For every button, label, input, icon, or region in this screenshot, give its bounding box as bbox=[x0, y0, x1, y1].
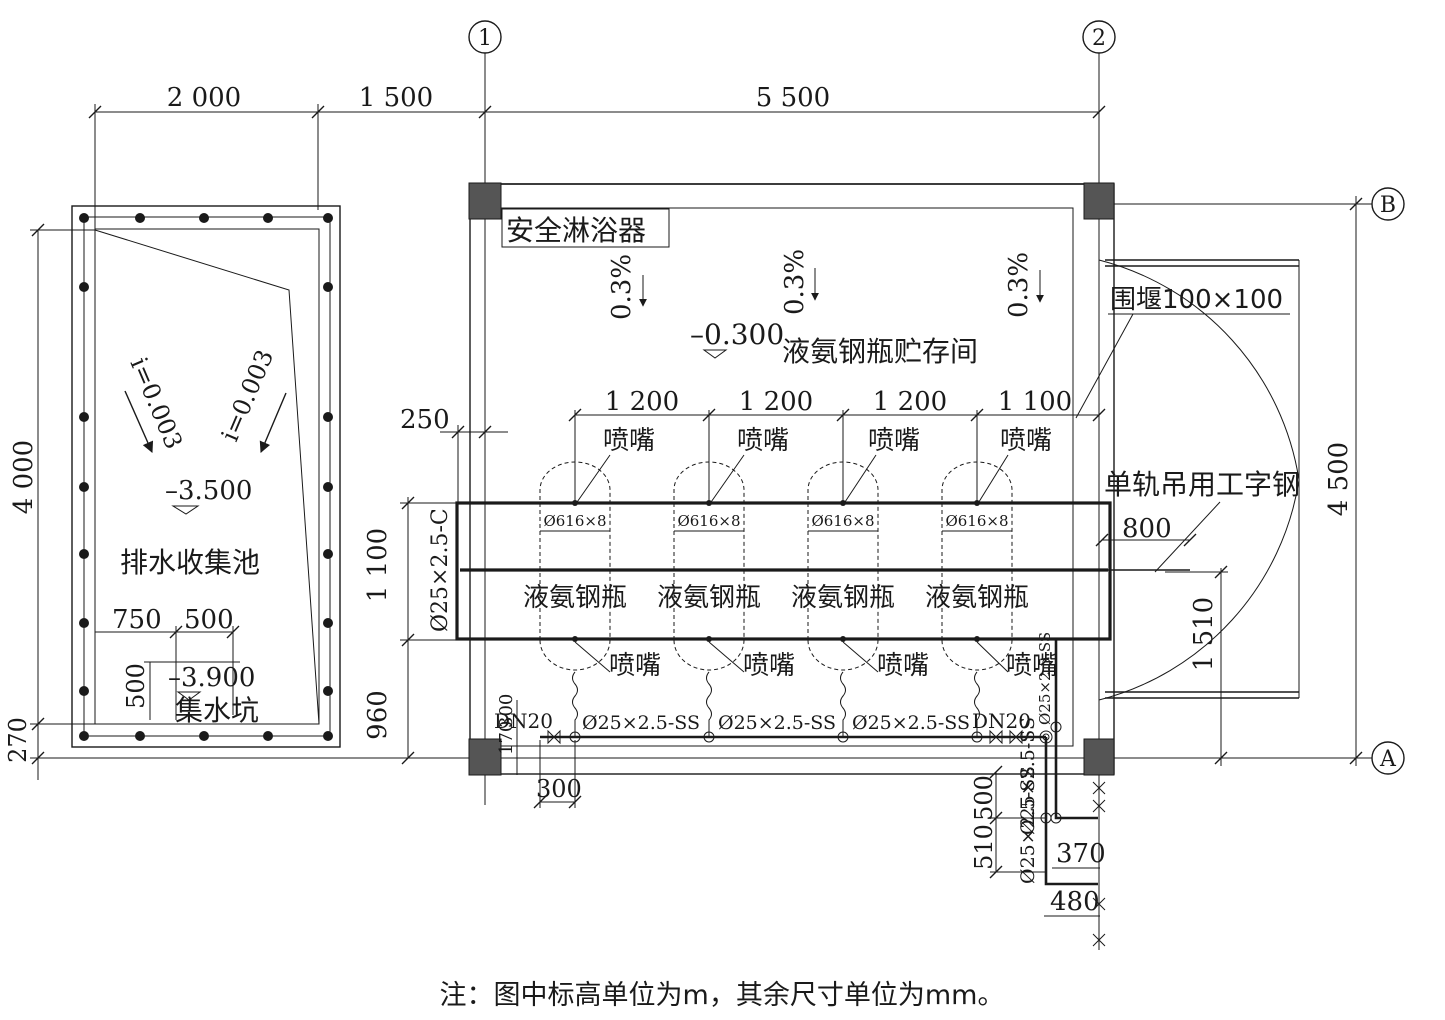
dim-370: 370 bbox=[1056, 839, 1106, 869]
dim-300-h: 300 bbox=[536, 775, 582, 803]
dn20-right: DN20 bbox=[972, 709, 1031, 733]
top-dimension-chain: 2 000 1 500 5 500 bbox=[88, 83, 1106, 230]
svg-text:1: 1 bbox=[478, 26, 492, 51]
pipe-c-label: Ø25×2.5-C bbox=[428, 508, 453, 632]
svg-text:A: A bbox=[1379, 747, 1397, 772]
dim-510: 510 bbox=[970, 824, 998, 870]
axis-B: B bbox=[1085, 187, 1405, 221]
ss-pipe-1: Ø25×2.5-SS bbox=[582, 712, 700, 734]
cyl-size-1: Ø616×8 bbox=[543, 512, 606, 530]
rail-label: 单轨吊用工字钢 bbox=[1104, 468, 1300, 501]
svg-text:B: B bbox=[1380, 193, 1396, 218]
pit-name: 集水坑 bbox=[175, 694, 259, 727]
nozzle-top-4: 喷嘴 bbox=[1000, 426, 1052, 456]
nozzle-bot-3: 喷嘴 bbox=[877, 651, 929, 681]
spacing-1: 1 200 bbox=[605, 387, 679, 417]
right-dimension-chain: 4 500 1 510 bbox=[1165, 196, 1363, 766]
shower-label: 安全淋浴器 bbox=[506, 214, 646, 247]
dim-5500: 5 500 bbox=[756, 83, 830, 113]
pit-width-500: 500 bbox=[184, 605, 234, 635]
svg-text:2: 2 bbox=[1092, 26, 1106, 51]
nozzle-bot-1: 喷嘴 bbox=[609, 651, 661, 681]
drainage-pool: i=0.003 i=0.003 –3.500 排水收集池 750 500 500… bbox=[71, 205, 341, 748]
room-name: 液氨钢瓶贮存间 bbox=[782, 335, 978, 368]
nozzle-bot-4: 喷嘴 bbox=[1006, 651, 1058, 681]
nozzle-labels: 喷嘴 喷嘴 喷嘴 喷嘴 喷嘴 喷嘴 喷嘴 喷嘴 bbox=[574, 426, 1058, 681]
slope-1: 0.3% bbox=[607, 254, 637, 320]
nozzle-top-3: 喷嘴 bbox=[868, 426, 920, 456]
floor-slopes: 0.3% 0.3% 0.3% –0.300 液氨钢瓶贮存间 围堰100×100 bbox=[607, 249, 1290, 419]
axis-2: 2 bbox=[1082, 20, 1116, 800]
nozzle-top-1: 喷嘴 bbox=[603, 426, 655, 456]
dim-960: 960 bbox=[363, 690, 393, 740]
dim-300-v: 300 bbox=[496, 694, 517, 728]
dim-2000: 2 000 bbox=[167, 83, 241, 113]
cylinder-1: 液氨钢瓶 bbox=[523, 583, 627, 613]
pool-name: 排水收集池 bbox=[120, 546, 260, 579]
spacing-250: 250 bbox=[400, 405, 450, 435]
dim-480: 480 bbox=[1050, 887, 1100, 917]
slope-3: 0.3% bbox=[1004, 252, 1034, 318]
supply-pipe: DN20 DN20 Ø25×2.5-SS Ø25×2.5-SS Ø25×2.5-… bbox=[494, 632, 1106, 950]
dim-270: 270 bbox=[4, 717, 32, 763]
ss-pipe-2: Ø25×2.5-SS bbox=[718, 712, 836, 734]
dim-1100: 1 100 bbox=[363, 528, 393, 602]
ss-pipe-v2: Ø25×2.5-SS bbox=[1017, 717, 1039, 835]
dim-170: 170 bbox=[496, 721, 517, 755]
nozzle-spacing: 1 200 1 200 1 200 1 100 250 bbox=[400, 387, 1106, 640]
cylinders: Ø616×8 Ø616×8 Ø616×8 Ø616×8 液氨钢瓶 液氨钢瓶 液氨… bbox=[523, 461, 1029, 671]
cyl-size-3: Ø616×8 bbox=[811, 512, 874, 530]
dim-1510: 1 510 bbox=[1189, 597, 1219, 671]
storage-room: 安全淋浴器 bbox=[468, 182, 1300, 776]
left-dimension-chain: 4 000 270 bbox=[4, 223, 95, 780]
pit-elevation: –3.900 bbox=[168, 663, 255, 693]
room-elevation: –0.300 bbox=[690, 318, 784, 351]
dn20-left: DN20 bbox=[494, 709, 553, 733]
nozzle-top-2: 喷嘴 bbox=[737, 426, 789, 456]
ss-pipe-v3: Ø25×2.5-SS bbox=[1017, 766, 1039, 884]
ss-pipe-v1: Ø25×2.5-SS bbox=[1036, 632, 1054, 725]
spacing-4: 1 100 bbox=[998, 387, 1072, 417]
slope-2: 0.3% bbox=[780, 249, 810, 315]
cylinder-3: 液氨钢瓶 bbox=[791, 583, 895, 613]
dim-4000: 4 000 bbox=[9, 440, 39, 514]
cyl-size-4: Ø616×8 bbox=[945, 512, 1008, 530]
spacing-3: 1 200 bbox=[873, 387, 947, 417]
pool-elevation: –3.500 bbox=[165, 476, 252, 506]
weir-label: 围堰100×100 bbox=[1110, 285, 1283, 315]
cyl-size-2: Ø616×8 bbox=[677, 512, 740, 530]
nozzle-bot-2: 喷嘴 bbox=[743, 651, 795, 681]
pool-slope-1: i=0.003 bbox=[124, 353, 187, 453]
spray-pipe-ring: Ø25×2.5-C 1 100 960 800 单轨吊用工字钢 bbox=[363, 468, 1300, 765]
cylinder-2: 液氨钢瓶 bbox=[657, 583, 761, 613]
pit-depth-500: 500 bbox=[122, 663, 150, 709]
dim-500: 500 bbox=[970, 775, 998, 821]
axis-A: A bbox=[30, 741, 1405, 775]
drawing-note: 注：图中标高单位为m，其余尺寸单位为mm。 bbox=[440, 980, 1005, 1011]
ss-pipe-3: Ø25×2.5-SS bbox=[852, 712, 970, 734]
rail-dim-800: 800 bbox=[1122, 514, 1172, 544]
dim-1500: 1 500 bbox=[359, 83, 433, 113]
dim-4500: 4 500 bbox=[1324, 442, 1354, 516]
spacing-2: 1 200 bbox=[739, 387, 813, 417]
cylinder-4: 液氨钢瓶 bbox=[925, 583, 1029, 613]
pit-width-750: 750 bbox=[112, 605, 162, 635]
